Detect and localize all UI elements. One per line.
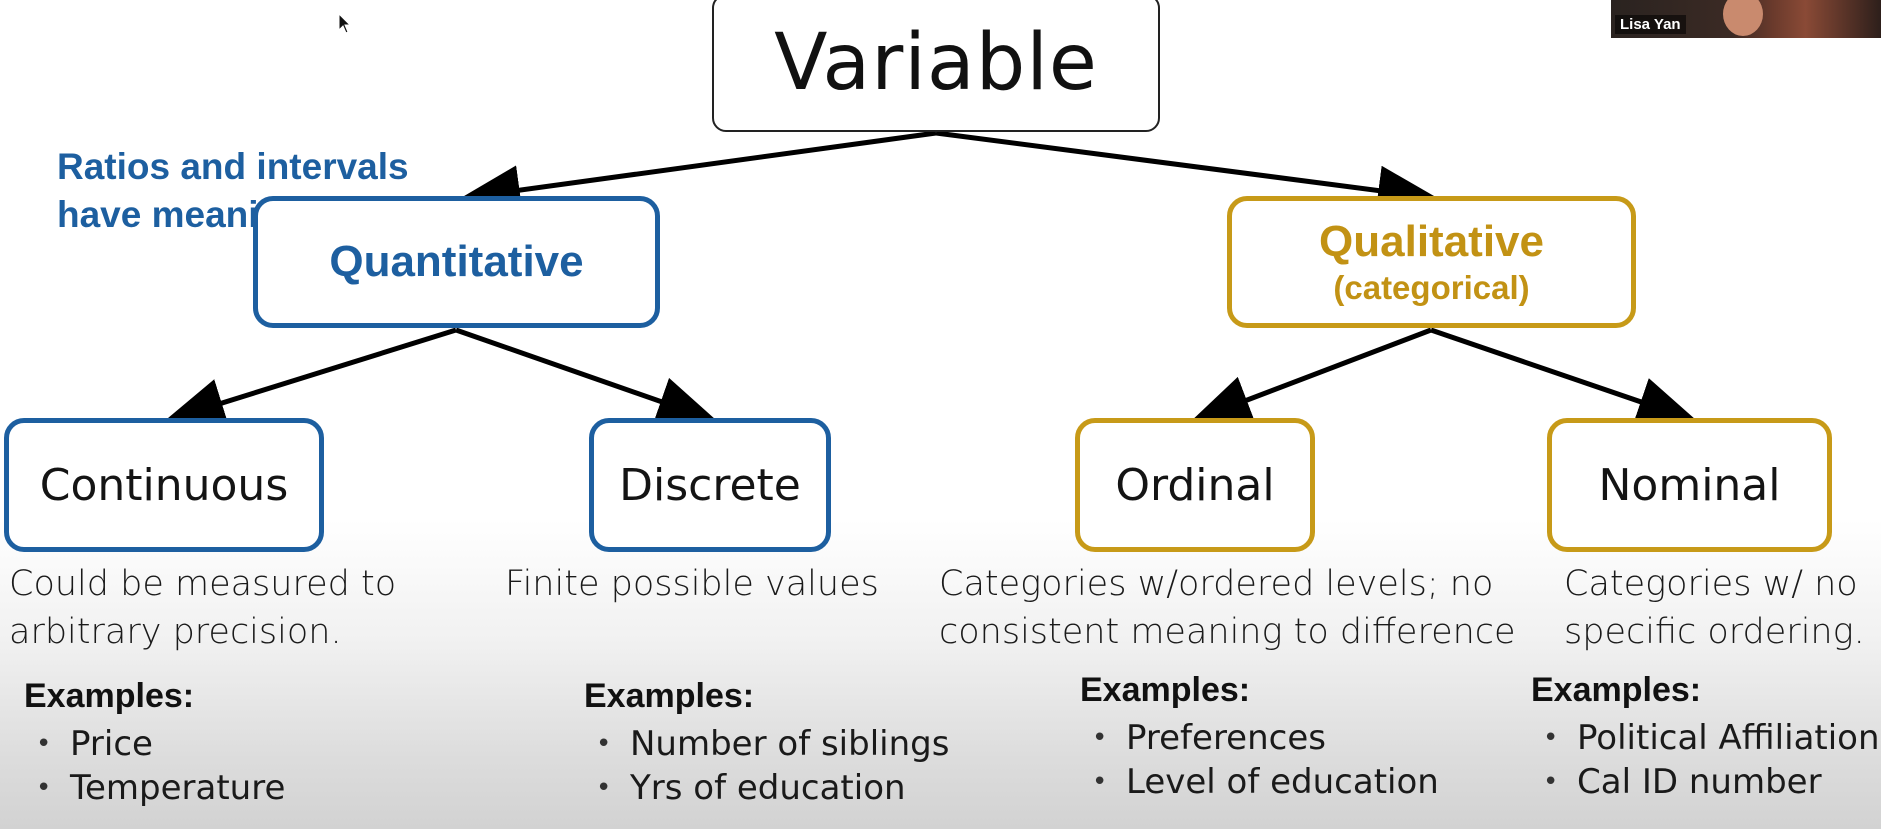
- participant-video-tile[interactable]: Lisa Yan: [1611, 0, 1881, 38]
- continuous-examples-list: Price Temperature: [24, 722, 285, 810]
- ordinal-description: Categories w/ordered levels; no consiste…: [939, 560, 1516, 656]
- list-item: Yrs of education: [584, 766, 949, 810]
- node-nominal: Nominal: [1547, 418, 1832, 552]
- nominal-description: Categories w/ no specific ordering.: [1564, 560, 1865, 656]
- mouse-pointer-icon: [338, 13, 352, 34]
- node-continuous: Continuous: [4, 418, 324, 552]
- node-variable: Variable: [712, 0, 1160, 132]
- arrow-qualitative-to-ordinal: [1190, 327, 1432, 424]
- arrow-quantitative-to-continuous: [164, 327, 457, 427]
- description-line: specific ordering.: [1564, 612, 1865, 652]
- arrow-qualitative-to-nominal: [1430, 327, 1698, 426]
- node-discrete-label: Discrete: [619, 459, 801, 511]
- list-item: Political Affiliation: [1531, 716, 1880, 760]
- ordinal-examples-list: Preferences Level of education: [1080, 716, 1439, 804]
- node-qualitative-label: Qualitative: [1319, 217, 1544, 266]
- list-item: Level of education: [1080, 760, 1439, 804]
- arrow-quantitative-to-discrete: [455, 327, 718, 426]
- discrete-examples-list: Number of siblings Yrs of education: [584, 722, 949, 810]
- description-line: Categories w/ordered levels; no: [939, 564, 1494, 604]
- description-line: Could be measured to: [9, 564, 397, 604]
- list-item: Price: [24, 722, 285, 766]
- list-item: Temperature: [24, 766, 285, 810]
- node-continuous-label: Continuous: [39, 459, 289, 511]
- node-quantitative: Quantitative: [253, 196, 660, 328]
- continuous-examples-heading: Examples:: [24, 677, 195, 715]
- description-line: arbitrary precision.: [9, 612, 342, 652]
- discrete-description: Finite possible values: [505, 560, 879, 608]
- node-discrete: Discrete: [589, 418, 831, 552]
- list-item: Cal ID number: [1531, 760, 1880, 804]
- list-item: Preferences: [1080, 716, 1439, 760]
- node-nominal-label: Nominal: [1598, 459, 1781, 511]
- ordinal-examples-heading: Examples:: [1080, 671, 1251, 709]
- arrow-variable-to-quantitative: [460, 130, 937, 215]
- nominal-examples-heading: Examples:: [1531, 671, 1702, 709]
- description-line: Categories w/ no: [1564, 564, 1858, 604]
- continuous-description: Could be measured to arbitrary precision…: [9, 560, 396, 656]
- node-ordinal-label: Ordinal: [1115, 459, 1275, 511]
- list-item: Number of siblings: [584, 722, 949, 766]
- arrow-variable-to-qualitative: [935, 130, 1438, 216]
- discrete-examples-heading: Examples:: [584, 677, 755, 715]
- node-ordinal: Ordinal: [1075, 418, 1315, 552]
- nominal-examples-list: Political Affiliation Cal ID number: [1531, 716, 1880, 804]
- node-qualitative: Qualitative (categorical): [1227, 196, 1636, 328]
- participant-video-feed: [1723, 0, 1763, 36]
- node-variable-label: Variable: [774, 18, 1098, 108]
- node-qualitative-sublabel: (categorical): [1333, 269, 1530, 306]
- node-quantitative-label: Quantitative: [329, 237, 584, 286]
- description-line: Finite possible values: [505, 564, 879, 604]
- description-line: consistent meaning to difference: [939, 612, 1516, 652]
- participant-name-label: Lisa Yan: [1615, 15, 1686, 34]
